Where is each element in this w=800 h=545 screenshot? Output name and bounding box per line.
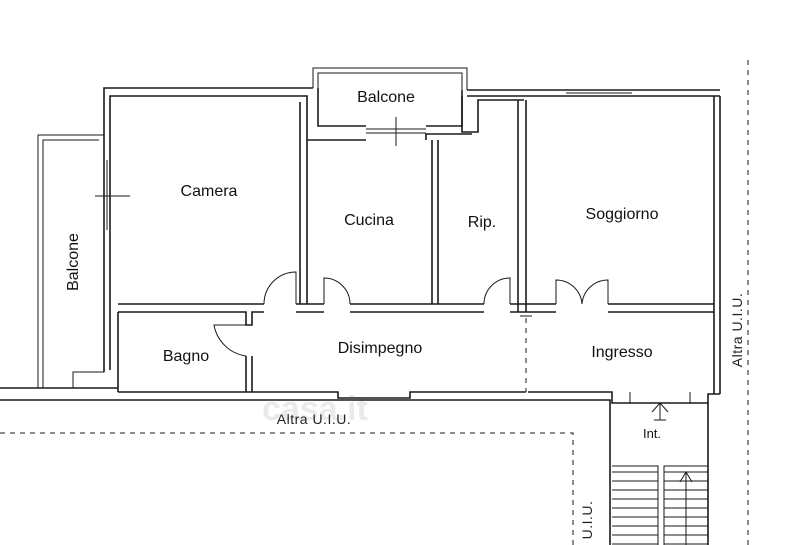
room-label-balcone-left: Balcone	[65, 233, 82, 291]
outer-walls	[0, 87, 721, 545]
room-label-balcone-top: Balcone	[357, 89, 415, 106]
interior-walls	[117, 100, 714, 392]
room-label-camera: Camera	[181, 183, 238, 200]
neighbour-label-bottom-right: U.I.U.	[579, 501, 595, 540]
stairwell	[612, 392, 708, 545]
room-label-cucina: Cucina	[344, 212, 394, 229]
room-label-interno: Int.	[643, 426, 661, 441]
neighbour-label-bottom: Altra U.I.U.	[277, 411, 351, 427]
neighbour-labels: Altra U.I.U. Altra U.I.U. U.I.U.	[277, 293, 745, 540]
room-label-ripostiglio: Rip.	[468, 214, 496, 231]
watermark: casa.it	[262, 390, 368, 428]
doors	[213, 271, 609, 357]
room-labels: Balcone Balcone Camera Cucina Rip. Soggi…	[65, 89, 661, 441]
neighbour-boundaries	[0, 60, 749, 545]
room-label-ingresso: Ingresso	[591, 344, 652, 361]
neighbour-label-right: Altra U.I.U.	[729, 293, 745, 367]
room-label-disimpegno: Disimpegno	[338, 340, 423, 357]
room-label-bagno: Bagno	[163, 348, 209, 365]
room-label-soggiorno: Soggiorno	[586, 206, 659, 223]
